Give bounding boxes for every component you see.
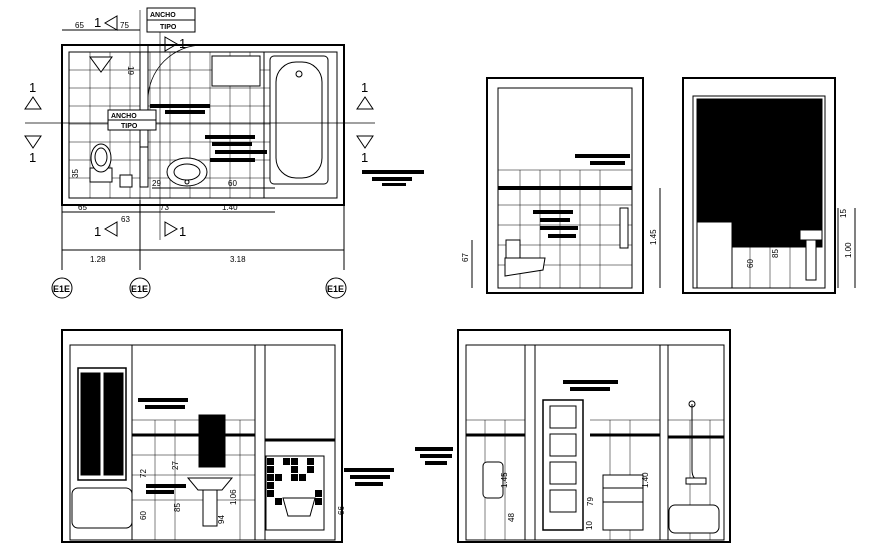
elev-bl-dim-7: 66 (337, 506, 346, 515)
mosaic-tile (267, 458, 274, 465)
elevation-top-right-1 (471, 77, 661, 294)
elev-tr1-label-hatches (498, 154, 632, 238)
section-mark-2: 1 (29, 150, 36, 165)
section-mark-6: 1 (179, 36, 186, 51)
plan-dim-overall-1: 1.28 (90, 255, 106, 264)
section-mark-7: 1 (94, 224, 101, 239)
plan-dim-left: 35 (71, 169, 80, 178)
elev-br-dim-2: 79 (586, 497, 595, 506)
section-mark-8: 1 (179, 224, 186, 239)
mosaic-tile (283, 458, 290, 465)
stamp-text-4: TIPO (121, 123, 138, 130)
elev-tr1-dim-2: 1.45 (649, 229, 658, 245)
axis-label-3: E1E (327, 284, 344, 294)
plan-dim-bottom-3: 1.40 (222, 203, 238, 212)
mosaic-tile (291, 474, 298, 481)
plan-dim-bottom-2: 73 (160, 203, 169, 212)
mosaic-tile (315, 490, 322, 497)
plan-dim-inner-2: 60 (228, 179, 237, 188)
elev-tr2-dim-1: 60 (746, 259, 755, 268)
mosaic-pattern (267, 458, 322, 505)
plan-dim-bottom-1: 65 (78, 203, 87, 212)
elev-tr2-dim-3: 1.00 (844, 242, 853, 258)
mosaic-tile (267, 474, 274, 481)
elev-bl-dim-3: 1.06 (229, 489, 238, 505)
section-mark-3: 1 (361, 80, 368, 95)
elev-bl-dim-1: 72 (139, 469, 148, 478)
elev-tr1-dim-1: 67 (461, 253, 470, 262)
elev-bl-dim-2: 27 (171, 461, 180, 470)
section-mark-4: 1 (361, 150, 368, 165)
elev-br-dim-1: 1.45 (500, 472, 509, 488)
plan-dim-bottom-small: 63 (121, 215, 130, 224)
elev-br-dim-5: 10 (585, 521, 594, 530)
stamp-text-1: ANCHO (150, 12, 176, 19)
elevation-top-right-2 (682, 77, 856, 294)
mosaic-tile (267, 482, 274, 489)
elev-bl-dim-6: 94 (217, 515, 226, 524)
plan-dim-overall-2: 3.18 (230, 255, 246, 264)
section-mark-5: 1 (94, 15, 101, 30)
plan-label-hatches (150, 104, 424, 186)
axis-label-2: E1E (131, 284, 148, 294)
elevation-bottom-right (457, 329, 731, 543)
section-mark-1: 1 (29, 80, 36, 95)
elev-bl-label-hatches (138, 398, 394, 494)
elevation-bottom-left (61, 329, 343, 543)
mosaic-tile (307, 466, 314, 473)
mosaic-tile (307, 458, 314, 465)
elev-br-dim-3: 1.40 (641, 472, 650, 488)
elev-bl-dim-4: 85 (173, 503, 182, 512)
elev-bl-dim-5: 60 (139, 511, 148, 520)
mosaic-tile (275, 474, 282, 481)
plan-dim-top-1: 65 (75, 21, 84, 30)
mosaic-tile (267, 466, 274, 473)
mosaic-tile (299, 474, 306, 481)
floor-plan (24, 7, 424, 299)
mosaic-tile (291, 466, 298, 473)
elev-br-label-hatches (415, 380, 618, 465)
axis-label-1: E1E (53, 284, 70, 294)
mosaic-tile (275, 498, 282, 505)
mosaic-tile (315, 498, 322, 505)
stamp-text-2: TIPO (160, 24, 177, 31)
stamp-text-3: ANCHO (111, 113, 137, 120)
plan-dim-top-2: 75 (120, 21, 129, 30)
mosaic-tile (267, 490, 274, 497)
mosaic-tile (291, 458, 298, 465)
plan-dim-right-small: 19 (126, 66, 135, 75)
elev-br-dim-4: 48 (507, 513, 516, 522)
elev-tr2-dim-4: 15 (839, 209, 848, 218)
plan-dim-inner-1: 29 (152, 179, 161, 188)
elev-tr2-dim-2: 85 (771, 249, 780, 258)
